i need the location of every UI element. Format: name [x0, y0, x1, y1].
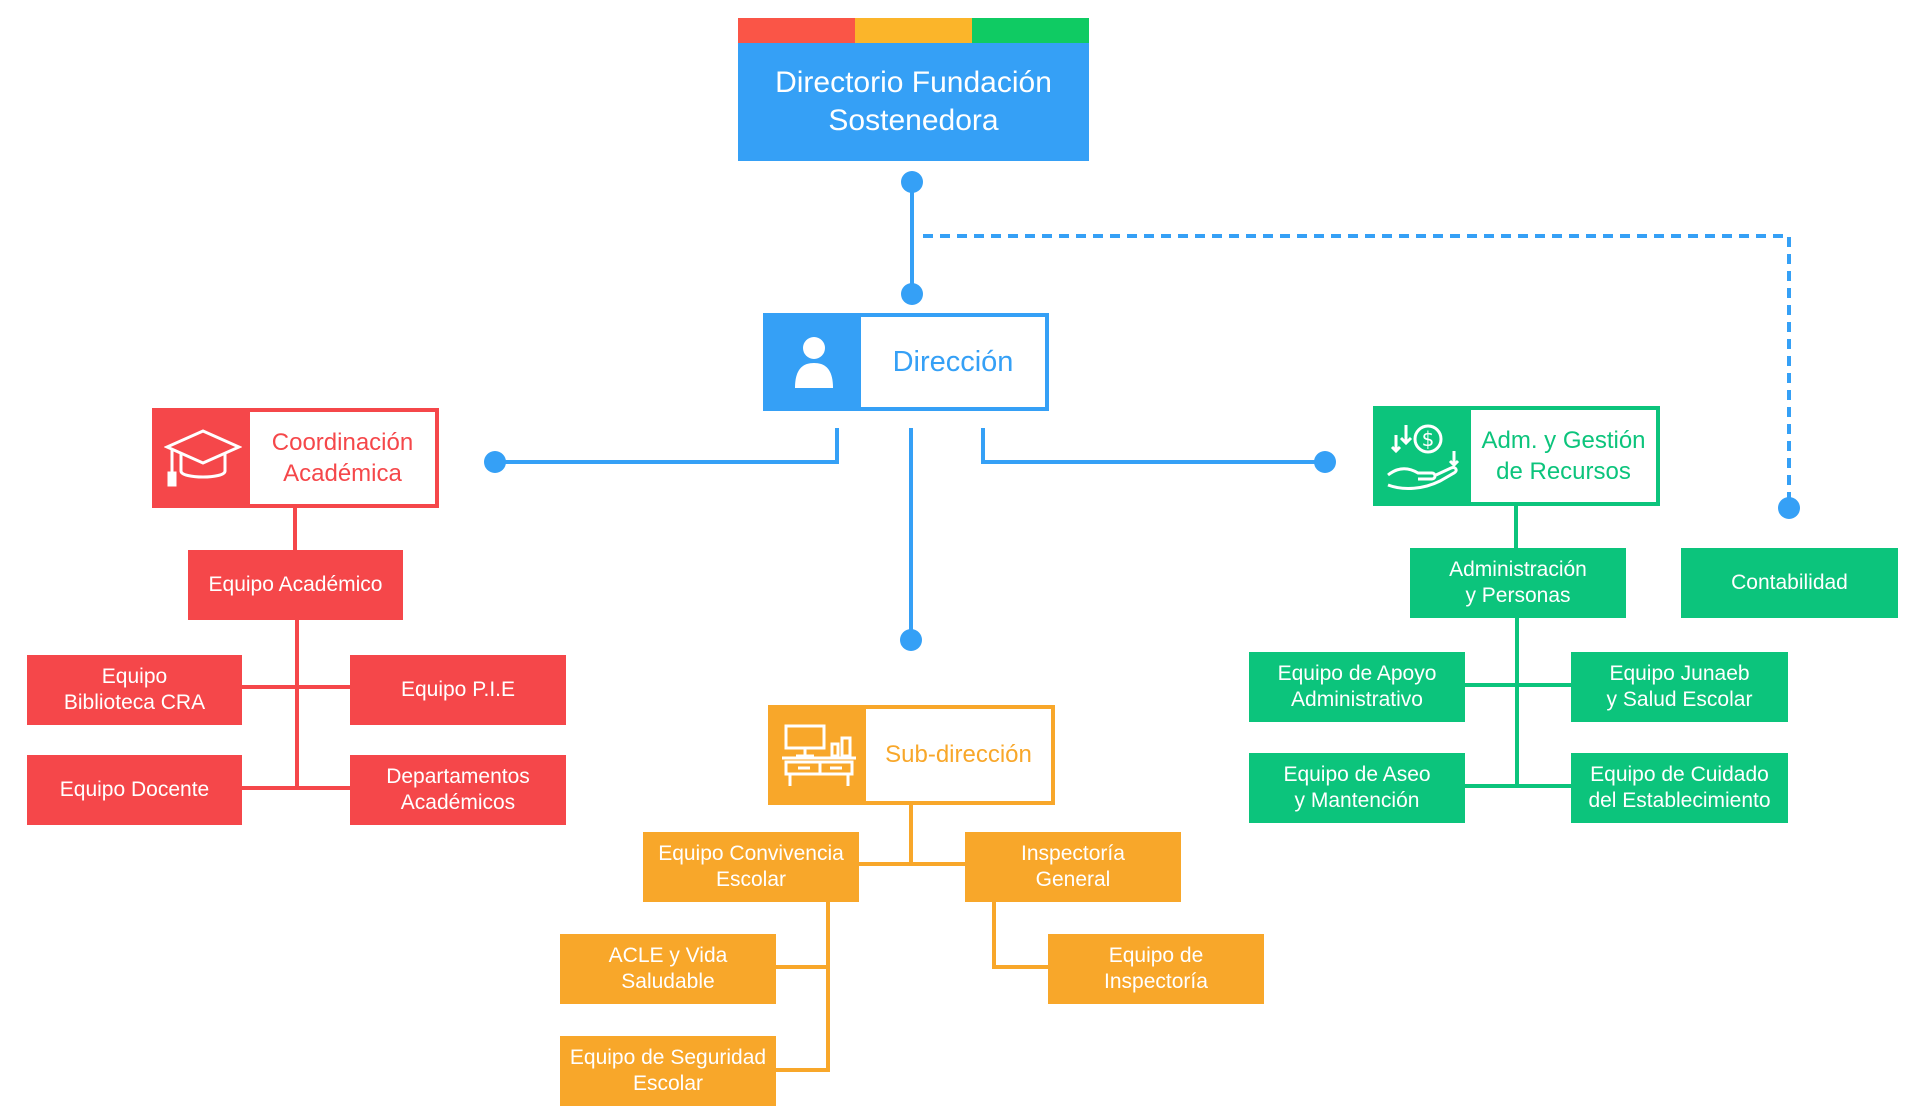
equipo-pie-box: Equipo P.I.E: [350, 655, 566, 725]
blue-dots: [484, 171, 1800, 651]
departamentos-academicos-box: Departamentos Académicos: [350, 755, 566, 825]
acle-vida-saludable-box: ACLE y Vida Saludable: [560, 934, 776, 1004]
line: [992, 900, 1048, 969]
equipo-seguridad-escolar-box: Equipo de Seguridad Escolar: [560, 1036, 776, 1106]
root-box: Directorio Fundación Sostenedora: [738, 43, 1089, 161]
dot: [900, 629, 922, 651]
subdireccion-box: Sub-dirección: [768, 705, 1055, 805]
coordinacion-icon-area: [156, 412, 250, 504]
equipo-academico-box: Equipo Académico: [188, 550, 403, 620]
contabilidad-dashed-line: [923, 234, 1791, 506]
stripe-yellow: [855, 18, 972, 43]
administracion-icon-area: $: [1377, 410, 1471, 502]
dot: [901, 283, 923, 305]
orange-connectors: [775, 805, 1048, 1072]
equipo-convivencia-box: Equipo Convivencia Escolar: [643, 832, 859, 902]
direccion-icon-area: [767, 317, 861, 407]
coordinacion-label: Coordinación Académica: [271, 429, 414, 487]
administracion-label: Adm. y Gestión de Recursos: [1481, 427, 1646, 485]
dot: [1778, 497, 1800, 519]
equipo-docente-box: Equipo Docente: [27, 755, 242, 825]
equipo-apoyo-administrativo-box: Equipo de Apoyo Administrativo: [1249, 652, 1465, 722]
line: [775, 900, 830, 1072]
dot: [1314, 451, 1336, 473]
dot: [484, 451, 506, 473]
dot: [901, 171, 923, 193]
desk-icon: [782, 724, 856, 786]
direccion-box: Dirección: [763, 313, 1049, 411]
stripe-green: [972, 18, 1089, 43]
stripe-red: [738, 18, 855, 43]
direccion-to-coordinacion-line: [495, 428, 839, 464]
person-icon: [795, 337, 833, 388]
graduation-cap-icon: [164, 429, 242, 487]
contabilidad-box: Contabilidad: [1681, 548, 1898, 618]
administracion-box: $ Adm. y Gestión de Recursos: [1373, 406, 1660, 506]
red-connectors: [242, 508, 350, 790]
equipo-inspectoria-box: Equipo de Inspectoría: [1048, 934, 1264, 1004]
inspectoria-general-box: Inspectoría General: [965, 832, 1181, 902]
blue-connectors: [495, 182, 1791, 640]
direccion-label: Dirección: [892, 345, 1014, 378]
subdireccion-icon-area: [772, 709, 866, 801]
equipo-aseo-box: Equipo de Aseo y Mantención: [1249, 753, 1465, 823]
coordinacion-box: Coordinación Académica: [152, 408, 439, 508]
equipo-biblioteca-box: Equipo Biblioteca CRA: [27, 655, 242, 725]
svg-text:$: $: [1422, 427, 1435, 451]
administracion-personas-box: Administración y Personas: [1410, 548, 1626, 618]
equipo-cuidado-box: Equipo de Cuidado del Establecimiento: [1571, 753, 1788, 823]
equipo-junaeb-box: Equipo Junaeb y Salud Escolar: [1571, 652, 1788, 722]
money-hand-icon: $: [1387, 424, 1460, 490]
direccion-to-administracion-line: [981, 428, 1325, 464]
green-connectors: [1463, 506, 1571, 788]
subdireccion-label: Sub-dirección: [885, 741, 1032, 768]
